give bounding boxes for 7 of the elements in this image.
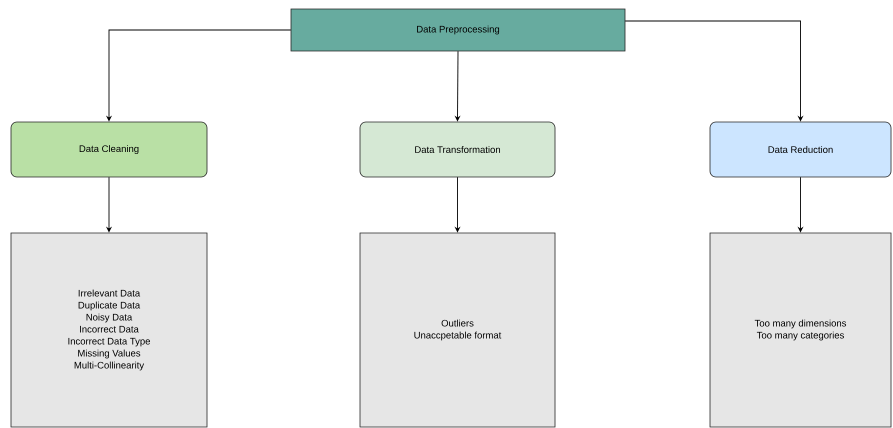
root-box: Data Preprocessing [290, 8, 626, 52]
list-box: Too many dimensions Too many categories [710, 232, 892, 428]
list-box: Irrelevant Data Duplicate Data Noisy Data Incorrect Data Incorrect Data Type Missing Values Multi-Collinearity [10, 232, 208, 428]
list-box: Outliers Unaccpetable format [360, 232, 556, 428]
category-box: Data Reduction [710, 122, 892, 178]
category-box: Data Transformation [360, 122, 556, 178]
category-box: Data Cleaning [10, 122, 208, 178]
